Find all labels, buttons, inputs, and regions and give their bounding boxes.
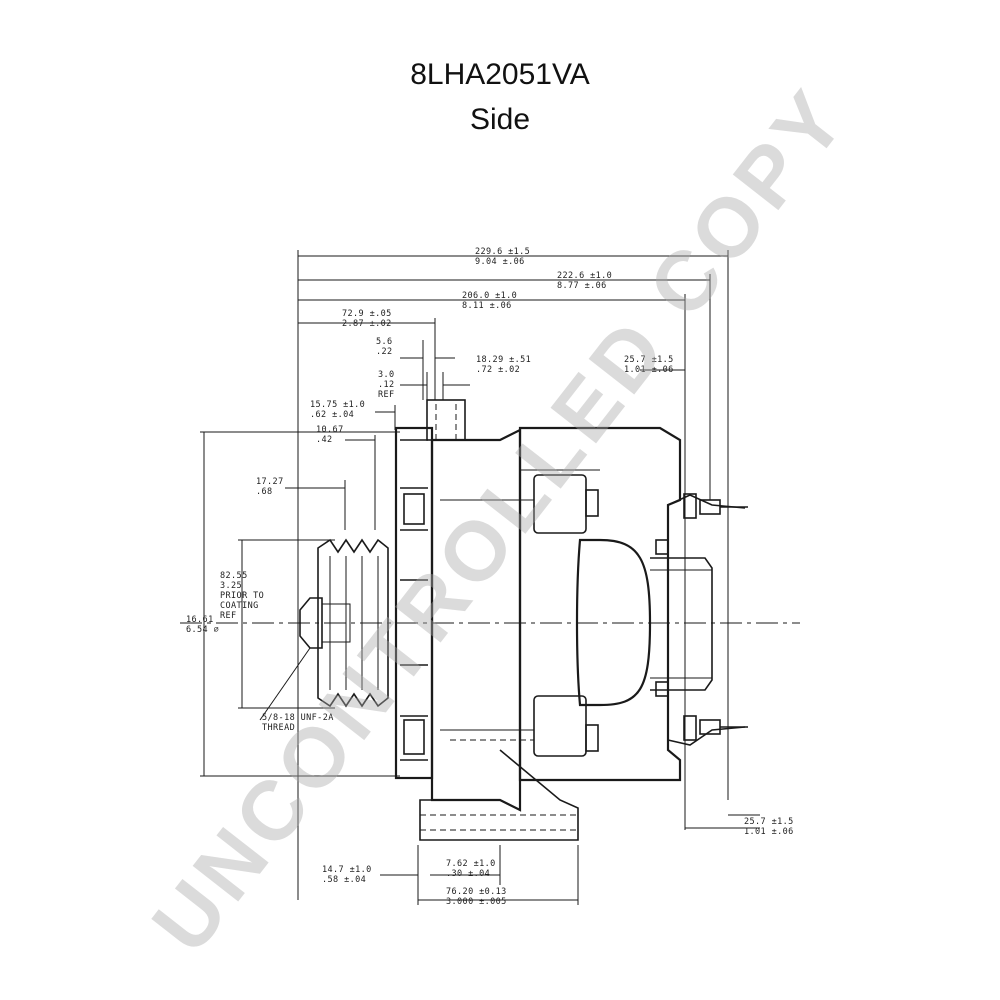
fan [394, 426, 434, 780]
dim-pulley-diameter-note1: PRIOR TO [220, 591, 264, 601]
dim-pulley-to-mount-mm: 72.9 ±.05 [342, 309, 392, 319]
dim-flange-ref-in: .12 [378, 380, 395, 390]
dim-pulley-to-mount-in: 2.87 ±.02 [342, 319, 392, 329]
dim-terminal-offset-bottom-mm: 25.7 ±1.5 [744, 817, 794, 827]
dim-fan-width-in: .42 [316, 435, 333, 445]
dim-pulley-width-in: .68 [256, 487, 273, 497]
dim-housing-diameter-in: 6.54 ⌀ [186, 625, 219, 635]
pulley [259, 538, 389, 721]
dim-fan-width-mm: 10.67 [316, 425, 344, 435]
dim-terminal-offset-top-mm: 25.7 ±1.5 [624, 355, 674, 365]
diameter-dimension-lines [200, 431, 400, 777]
dim-pulley-diameter-mm: 82.55 [220, 571, 248, 581]
main-housing [440, 426, 682, 782]
dim-foot-step-in: .30 ±.04 [446, 869, 490, 879]
dim-shaft-thread: 5/8-18 UNF-2A [262, 713, 334, 723]
dim-mount-slot-mm: 5.6 [376, 337, 393, 347]
dim-length-to-frame-in: 8.11 ±.06 [462, 301, 512, 311]
bottom-dimension-lines [380, 814, 760, 905]
drawing-subtitle: Side [469, 103, 531, 136]
dim-mount-slot-in: .22 [376, 347, 393, 357]
drawing-title: 8LHA2051VA [410, 58, 590, 91]
dim-length-to-terminal-mm: 222.6 ±1.0 [557, 271, 612, 281]
dim-fan-offset-in: .62 ±.04 [310, 410, 354, 420]
dim-foot-offset-in: .58 ±.04 [322, 875, 366, 885]
dim-overall-length-mm: 229.6 ±1.5 [475, 247, 530, 257]
rear-cover [575, 538, 713, 707]
front-housing [419, 399, 579, 841]
dim-shaft-thread-note: THREAD [262, 723, 295, 733]
dim-pulley-diameter-note3: REF [220, 611, 237, 621]
dimension-labels: 229.6 ±1.5 9.04 ±.06 222.6 ±1.0 8.77 ±.0… [186, 247, 794, 907]
dim-foot-length-in: 3.000 ±.005 [446, 897, 507, 907]
dim-length-to-terminal-in: 8.77 ±.06 [557, 281, 607, 291]
dim-terminal-offset-top-in: 1.01 ±.06 [624, 365, 674, 375]
dim-flange-ref-mm: 3.0 [378, 370, 395, 380]
dim-pulley-diameter-note2: COATING [220, 601, 259, 611]
terminals [655, 493, 748, 746]
dim-flange-ref-note: REF [378, 390, 395, 400]
dim-foot-step-mm: 7.62 ±1.0 [446, 859, 496, 869]
dim-foot-offset-mm: 14.7 ±1.0 [322, 865, 372, 875]
dim-overall-length-in: 9.04 ±.06 [475, 257, 525, 267]
dim-length-to-frame-mm: 206.0 ±1.0 [462, 291, 517, 301]
dim-fan-offset-mm: 15.75 ±1.0 [310, 400, 365, 410]
dim-mount-offset-mm: 18.29 ±.51 [476, 355, 531, 365]
dim-pulley-width-mm: 17.27 [256, 477, 284, 487]
dim-pulley-diameter-in: 3.25 [220, 581, 242, 591]
dim-foot-length-mm: 76.20 ±0.13 [446, 887, 507, 897]
dim-housing-diameter-mm: 16.61 [186, 615, 214, 625]
dim-terminal-offset-bottom-in: 1.01 ±.06 [744, 827, 794, 837]
dim-mount-offset-in: .72 ±.02 [476, 365, 520, 375]
